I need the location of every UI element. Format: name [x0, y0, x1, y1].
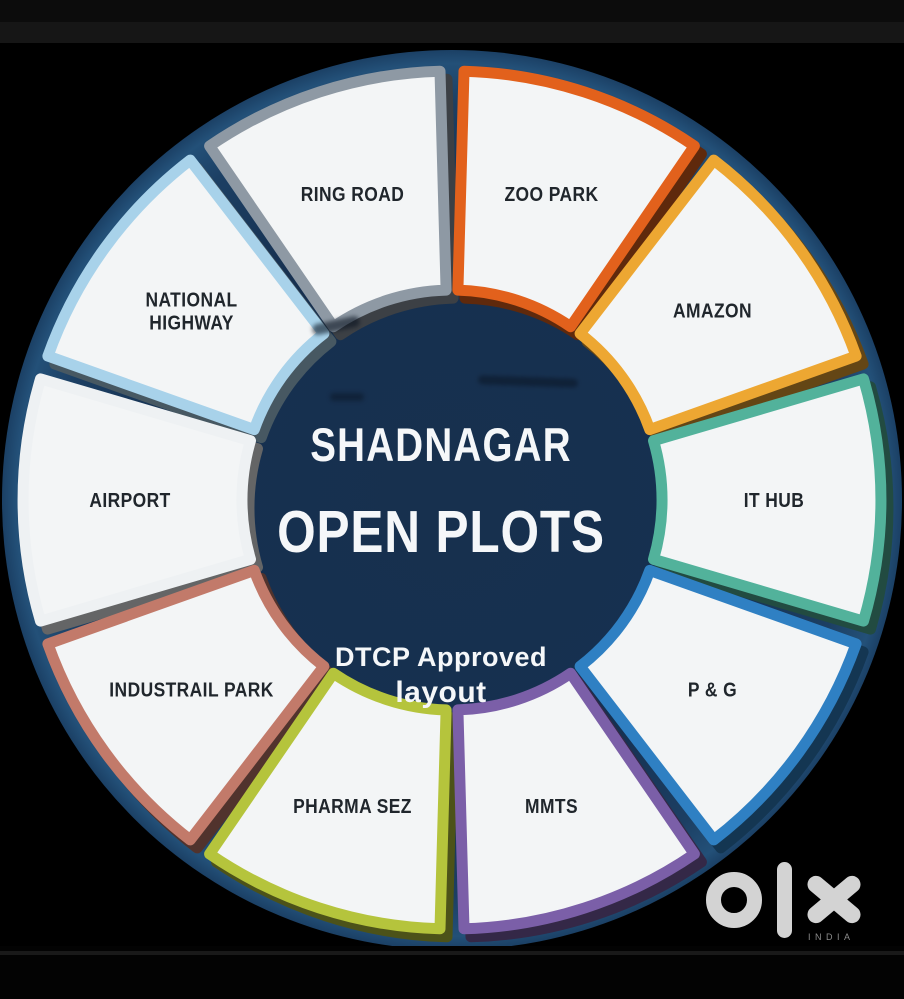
olx-bar-glyph [777, 862, 792, 938]
wedge-pharma-sez [204, 667, 452, 935]
wedge-label-ring-road: RING ROAD [301, 184, 404, 207]
top-band-highlight [0, 22, 904, 43]
wedge-label-p-g: P & G [688, 679, 737, 702]
wedge-zoo-park [452, 65, 700, 333]
olx-o-glyph [706, 872, 762, 928]
wedge-it-hub [648, 373, 887, 627]
olx-logo: INDIA [700, 862, 890, 957]
wedge-industrail-park [42, 564, 330, 846]
wedge-label-industrail-park: INDUSTRAIL PARK [109, 679, 273, 702]
wedge-national-highway [42, 154, 330, 436]
wedge-ring-road [204, 65, 452, 333]
wedge-label-pharma-sez: PHARMA SEZ [293, 796, 412, 819]
wedge-label-zoo-park: ZOO PARK [504, 184, 598, 207]
olx-region-label: INDIA [808, 932, 855, 942]
smudge-artifact [330, 393, 364, 401]
top-band [0, 0, 904, 22]
wedge-label-it-hub: IT HUB [744, 490, 805, 513]
wedge-airport [17, 373, 256, 627]
wedge-amazon [574, 154, 862, 436]
wedge-label-amazon: AMAZON [673, 300, 752, 323]
bottom-band-line [0, 951, 904, 955]
wedge-label-airport: AIRPORT [89, 490, 170, 513]
wedge-p-g [574, 564, 862, 846]
olx-x-glyph [802, 872, 866, 928]
wedge-label-mmts: MMTS [525, 796, 578, 819]
wedge-mmts [452, 667, 700, 935]
